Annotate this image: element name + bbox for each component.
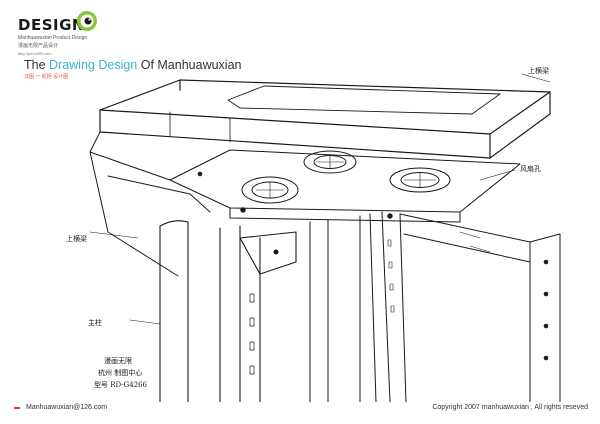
note-spec-location: 杭州 制图中心 xyxy=(98,369,143,377)
brand-url: http://pencil99.com xyxy=(18,51,52,56)
fan-icon xyxy=(389,167,451,193)
title-accent: Drawing Design xyxy=(49,58,138,72)
top-frame xyxy=(99,79,551,159)
eye-logo-icon xyxy=(77,11,97,31)
brand-wordmark: DESIGN xyxy=(18,16,85,34)
note-column: 主柱 xyxy=(88,319,102,327)
note-left-beam: 上横梁 xyxy=(66,235,87,243)
center-post xyxy=(219,225,297,402)
note-top-frame: 上横梁 xyxy=(528,67,549,75)
note-spec-product: 漫画无限 xyxy=(104,357,132,365)
note-fan-holes: 风扇孔 xyxy=(520,165,541,173)
page-title: The Drawing Design Of Manhuawuxian xyxy=(24,58,241,72)
brand-tagline-en: Manhuawuxian Product Design xyxy=(18,35,88,41)
front-post-left xyxy=(159,220,189,402)
leader-lines xyxy=(89,73,551,325)
inner-posts xyxy=(309,211,407,402)
cabinet-sketch xyxy=(89,73,561,402)
title-suffix: Of Manhuawuxian xyxy=(137,58,242,72)
page-subtitle: 详图 一 机柜 设计图 xyxy=(24,74,69,80)
fan-plate xyxy=(169,149,521,223)
footer-copyright: Copyright 2007 manhuawuxian , All rights… xyxy=(432,404,588,411)
side-panel xyxy=(89,131,211,277)
note-spec-model: 型号 RD-G4266 xyxy=(94,381,148,389)
fan-icon xyxy=(303,150,357,174)
brand-tagline-cn: 漫画无限产品设计 xyxy=(18,43,59,49)
footer-email[interactable]: Manhuawuxian@126.com xyxy=(26,404,108,411)
fan-icon xyxy=(241,176,299,204)
footer-accent-mark xyxy=(14,407,20,409)
right-rail xyxy=(399,213,561,402)
brand-logo: DESIGN Manhuawuxian Product Design 漫画无限产… xyxy=(18,6,128,54)
title-prefix: The xyxy=(24,58,50,72)
